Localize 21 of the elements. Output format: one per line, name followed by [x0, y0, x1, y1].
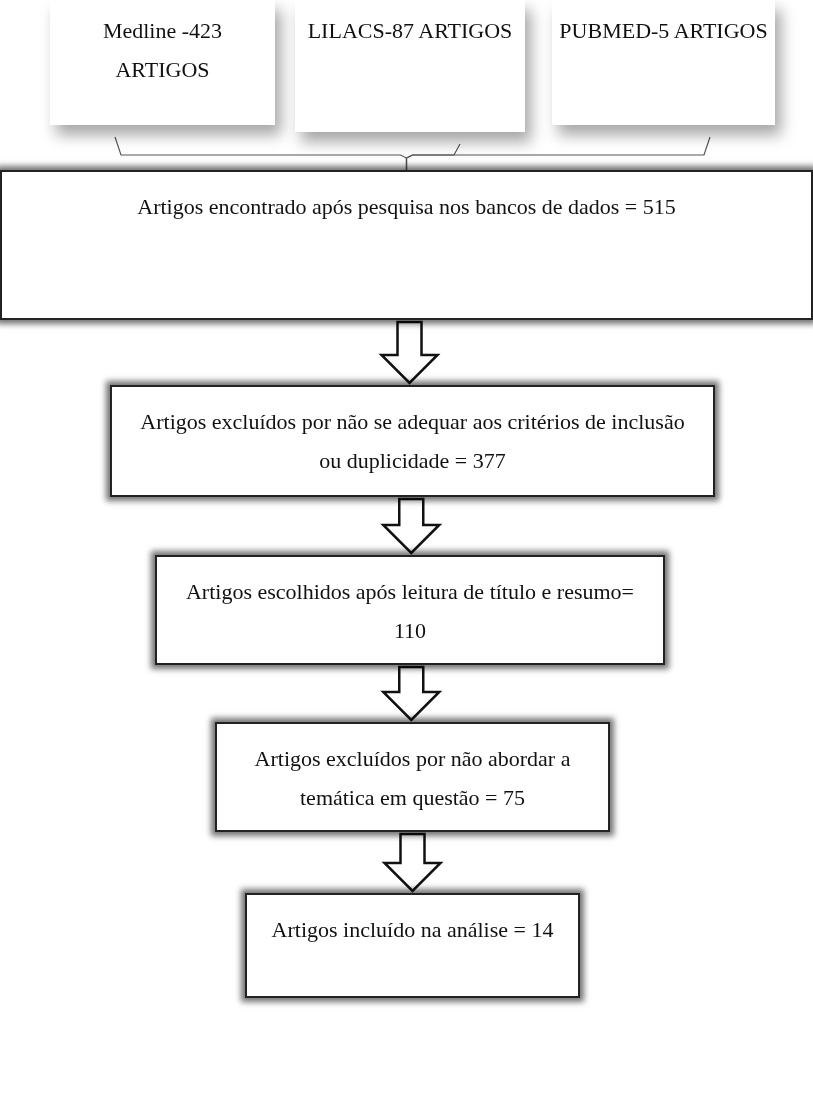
- box-text: Artigos excluídos por não abordar a temática em questão = 75: [253, 745, 572, 812]
- block-arrow: [378, 320, 441, 385]
- box-text: LILACS-87 ARTIGOS: [307, 17, 513, 45]
- source-card: [50, 0, 275, 125]
- box-text: Artigos encontrado após pesquisa nos bancos de dados = 515: [137, 193, 676, 221]
- box-text: Artigos excluídos por não se adequar aos critérios de inclusão ou duplicidade = 377: [139, 408, 686, 475]
- block-arrow: [380, 497, 443, 555]
- box-text: Artigos incluído na análise = 14: [271, 916, 554, 944]
- process-box: [215, 722, 610, 832]
- block-arrow: [381, 832, 444, 893]
- block-arrow: [380, 665, 443, 722]
- box-text: Medline -423 ARTIGOS: [101, 17, 224, 84]
- process-box: [155, 555, 665, 665]
- source-card: [295, 0, 525, 132]
- process-box: [0, 170, 813, 320]
- box-text: Artigos escolhidos após leitura de título e resumo= 110: [184, 578, 635, 645]
- source-card: [552, 0, 775, 125]
- box-text: PUBMED-5 ARTIGOS: [559, 17, 768, 45]
- process-box: [245, 893, 580, 998]
- process-box: [110, 385, 715, 497]
- brace-line: [405, 136, 711, 171]
